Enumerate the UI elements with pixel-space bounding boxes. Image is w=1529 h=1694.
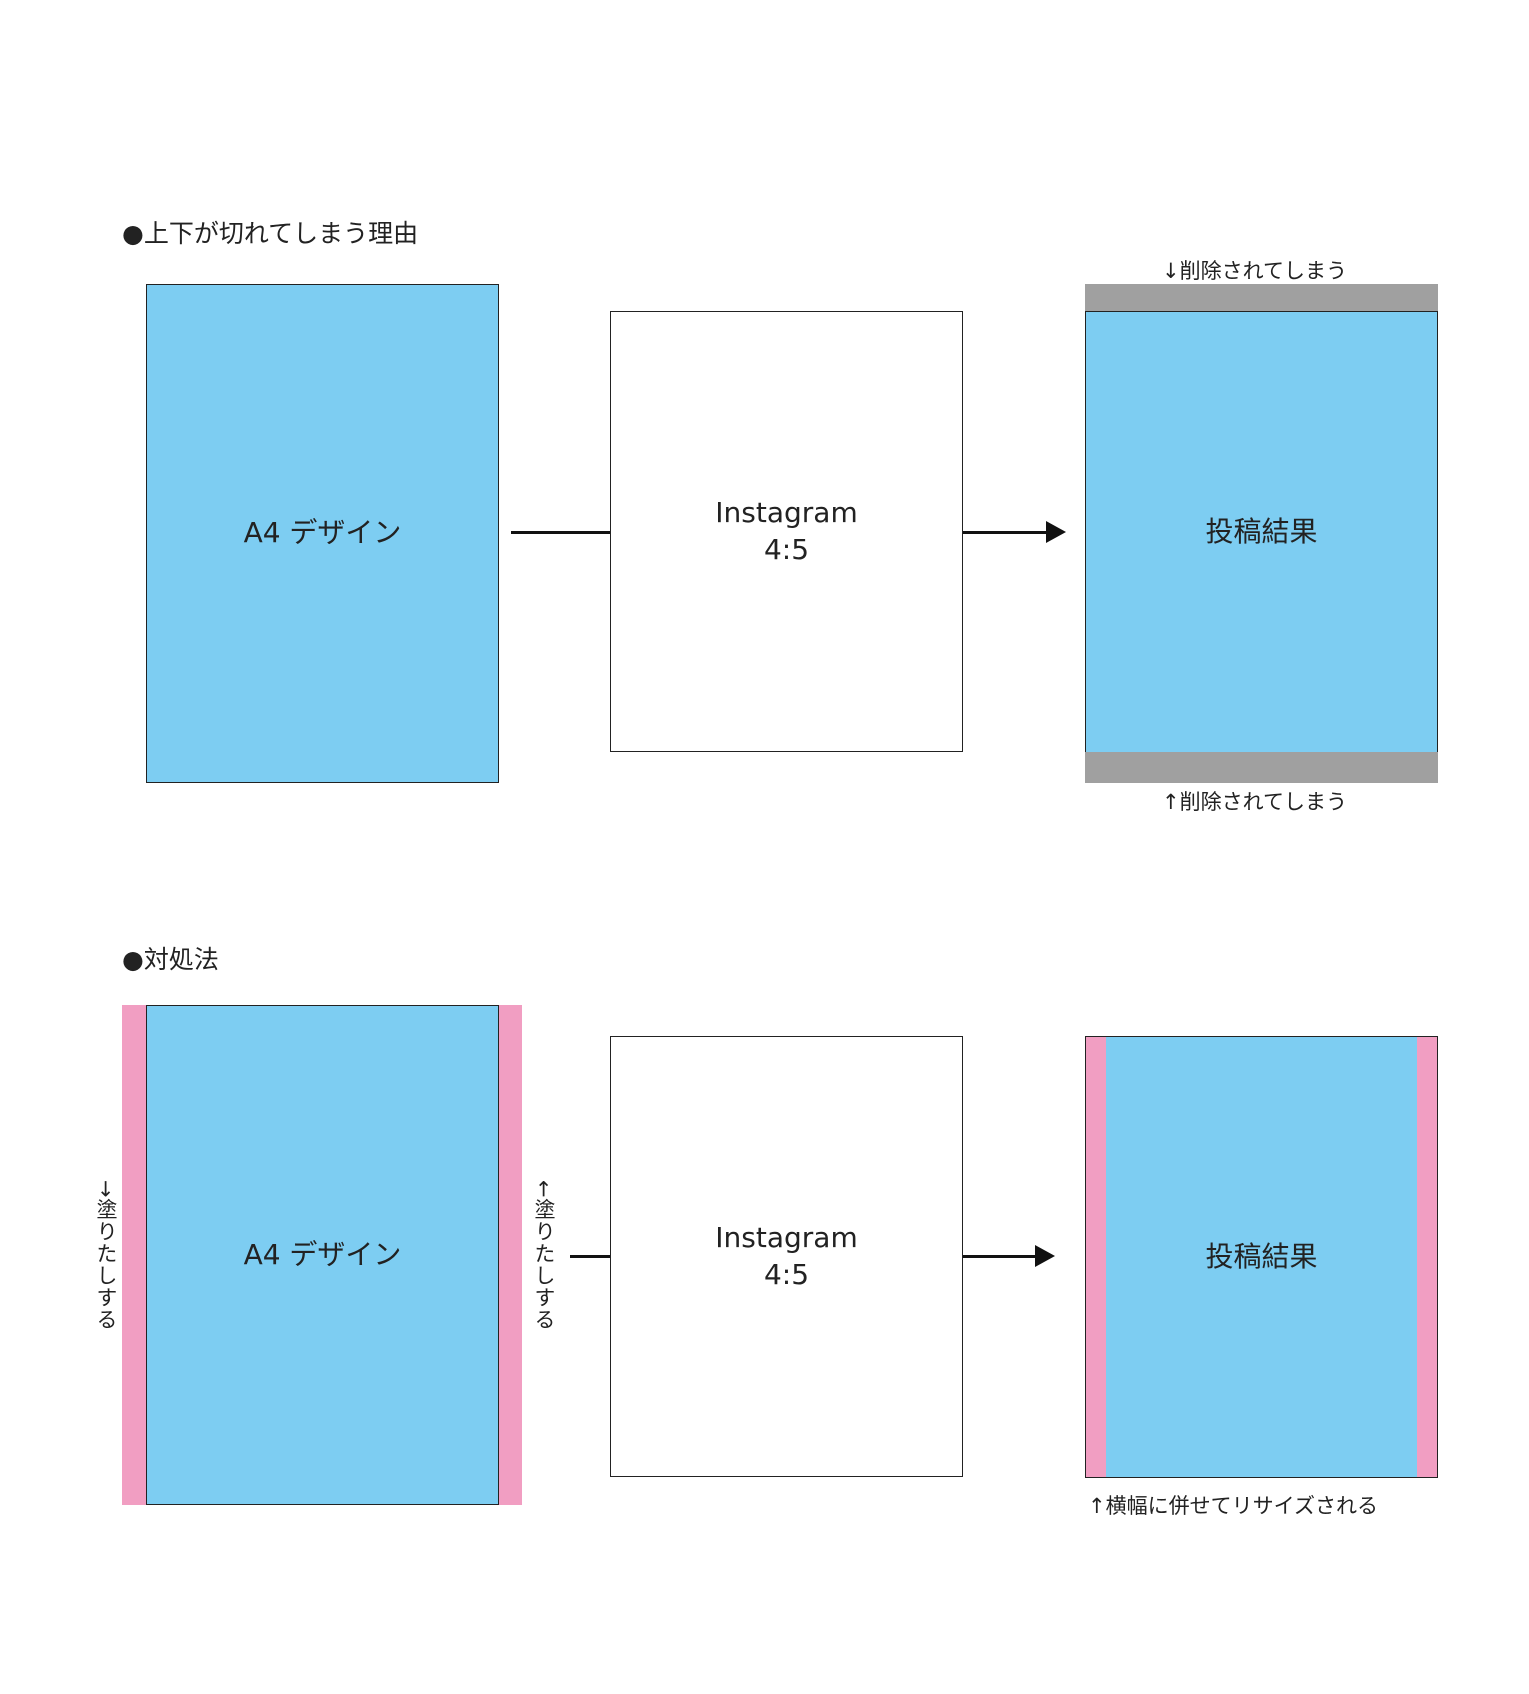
ratio-label: 4:5	[763, 1257, 810, 1291]
left-bleed-note: →塗りたしする	[94, 1180, 118, 1331]
result-label: 投稿結果	[1205, 514, 1318, 548]
arrow-head-icon	[1035, 1245, 1055, 1267]
top-cropped-note: ↓削除されてしまう	[1162, 259, 1347, 283]
result-box: 投稿結果	[1085, 1036, 1438, 1478]
connector-line	[511, 531, 610, 534]
cropped-bottom-area	[1085, 752, 1438, 783]
result-box: 投稿結果	[1085, 311, 1438, 753]
arrow-head-icon	[1046, 521, 1066, 543]
a4-design-label: A4 デザイン	[243, 1237, 402, 1271]
instagram-frame-box: Instagram 4:5	[610, 1036, 963, 1477]
a4-design-box: A4 デザイン	[146, 1005, 499, 1505]
left-bleed	[122, 1005, 146, 1505]
right-bleed	[499, 1005, 522, 1505]
result-right-bleed	[1417, 1037, 1437, 1477]
arrow-line	[963, 1255, 1037, 1258]
ratio-label: 4:5	[763, 532, 810, 566]
bottom-cropped-note: ↑削除されてしまう	[1162, 790, 1347, 814]
cropped-top-area	[1085, 284, 1438, 312]
a4-design-label: A4 デザイン	[243, 516, 402, 550]
connector-line	[570, 1255, 610, 1258]
a4-design-box: A4 デザイン	[146, 284, 499, 783]
arrow-line	[963, 531, 1048, 534]
section1-title: ●上下が切れてしまう理由	[122, 219, 419, 248]
result-left-bleed	[1086, 1037, 1106, 1477]
section2-title: ●対処法	[122, 945, 219, 974]
resize-note: ↑横幅に併せてリサイズされる	[1088, 1494, 1378, 1518]
instagram-label: Instagram	[715, 496, 858, 530]
right-bleed-note: ←塗りたしする	[532, 1180, 556, 1331]
result-label: 投稿結果	[1205, 1239, 1318, 1273]
instagram-frame-box: Instagram 4:5	[610, 311, 963, 752]
instagram-label: Instagram	[715, 1221, 858, 1255]
